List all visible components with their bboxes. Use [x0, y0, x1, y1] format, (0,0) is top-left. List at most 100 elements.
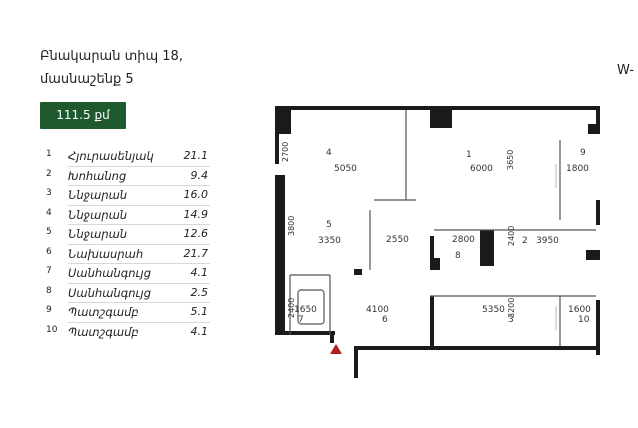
- dim-3950: 3950: [536, 236, 559, 246]
- plan-room-4: 4: [326, 148, 332, 158]
- wall-left-upper: [275, 134, 279, 164]
- row-divider: [68, 224, 210, 225]
- room-area: 21.7: [183, 246, 209, 260]
- dim-v2400-bath: 2400: [287, 298, 296, 318]
- row-divider: [68, 263, 210, 264]
- entrance-marker-icon: [330, 344, 342, 354]
- room-number: 6: [46, 246, 52, 257]
- dim-v3650: 3650: [506, 150, 515, 170]
- plan-room-5: 5: [326, 220, 332, 230]
- room-name: Սանհանգույց: [68, 285, 152, 300]
- room-area: 9.4: [190, 168, 209, 182]
- row-divider: [68, 185, 210, 186]
- dim-2800: 2800: [452, 235, 475, 245]
- dim-v2400-kitchen: 2400: [507, 226, 516, 246]
- wall-kitchen-left: [430, 236, 434, 270]
- room-area: 4.1: [190, 266, 209, 279]
- row-divider: [68, 165, 210, 167]
- apartment-title: Բնակարան տիպ 18,: [40, 49, 183, 64]
- dim-1650: 1650: [294, 305, 317, 315]
- wall-bottom-stub: [330, 333, 334, 343]
- room-name: Նախասրահ: [68, 246, 144, 261]
- room-row-3: 3 Ննջարան 16.0: [40, 186, 216, 206]
- wall-bottom-post: [354, 346, 358, 378]
- dimensions: 5050 6000 1800 3350 2550 2800 3950 1650 …: [281, 142, 591, 318]
- room-number: 4: [46, 207, 52, 218]
- wall-right-bottom: [596, 300, 600, 355]
- dim-1800: 1800: [566, 164, 589, 174]
- plan-room-3: 3: [508, 315, 514, 325]
- dim-v3800: 3800: [287, 216, 296, 236]
- wall-left-lower: [275, 175, 285, 335]
- partitions: [289, 110, 596, 346]
- room-name: Պատշգամբ: [68, 324, 139, 339]
- room-row-2: 2 Խոհանոց 9.4: [40, 167, 216, 186]
- wall-kitchen-block: [430, 258, 440, 270]
- row-divider: [68, 282, 210, 284]
- room-row-4: 4 Ննջարան 14.9: [40, 206, 216, 225]
- wall-topleft-block: [275, 106, 291, 134]
- room-area: 12.6: [183, 227, 209, 240]
- room-row-6: 6 Նախասրահ 21.7: [40, 245, 216, 264]
- wall-shaft: [480, 230, 494, 266]
- room-number: 1: [46, 149, 52, 159]
- wall-bottom-left: [275, 331, 335, 335]
- room-name: Ննջարան: [68, 188, 128, 202]
- room-area: 21.1: [183, 149, 209, 162]
- wall-top-column: [430, 106, 452, 128]
- dim-v3200: 3200: [507, 298, 516, 318]
- plan-room-9: 9: [580, 148, 586, 158]
- plan-room-6: 6: [382, 315, 388, 325]
- room-area: 5.1: [190, 305, 209, 318]
- room-number: 10: [46, 324, 58, 335]
- room-row-9: 9 Պատշգամբ 5.1: [40, 303, 216, 323]
- room-area: 14.9: [183, 207, 209, 221]
- wall-right-top: [596, 106, 600, 124]
- plan-room-8: 8: [455, 251, 461, 261]
- dim-1600: 1600: [568, 305, 591, 315]
- row-divider: [68, 243, 210, 245]
- wall-right-block: [588, 124, 600, 134]
- total-area-badge: 111.5 քմ: [40, 102, 126, 129]
- room-name: Ննջարան: [68, 227, 128, 241]
- room-row-7: 7 Սանհանգույց 4.1: [40, 264, 216, 284]
- floor-plan: 1 2 3 4 5 6 7 8 9 10 5050 6000 1800 3350…: [275, 106, 600, 378]
- dim-5050: 5050: [334, 164, 357, 174]
- dim-3350: 3350: [318, 236, 341, 246]
- row-divider: [68, 204, 210, 206]
- wall-room3-left: [430, 296, 434, 348]
- dim-v2700: 2700: [281, 142, 290, 162]
- plan-room-10: 10: [578, 315, 590, 325]
- room-numbers: 1 2 3 4 5 6 7 8 9 10: [298, 148, 590, 325]
- room-name: Սանհանգույց: [68, 266, 152, 280]
- room-name: Պատշգամբ: [68, 305, 139, 319]
- wall-corridor-stub: [354, 269, 362, 275]
- plan-room-1: 1: [466, 150, 472, 160]
- row-divider: [68, 321, 210, 323]
- dim-2550: 2550: [386, 235, 409, 245]
- room-number: 2: [46, 168, 52, 179]
- walls: [275, 106, 600, 378]
- room-area: 16.0: [183, 188, 209, 201]
- room-name: Ննջարան: [68, 207, 128, 222]
- room-name: Խոհանոց: [68, 168, 127, 183]
- dim-5350: 5350: [482, 305, 505, 315]
- room-number: 7: [46, 266, 52, 276]
- room-number: 9: [46, 305, 52, 315]
- room-number: 3: [46, 188, 52, 198]
- dim-6000: 6000: [470, 164, 493, 174]
- wall-right-mid: [596, 200, 600, 225]
- room-row-1: 1 Հյուրասենյակ 21.1: [40, 147, 216, 167]
- room-name: Հյուրասենյակ: [68, 149, 154, 163]
- wall-bottom: [354, 346, 599, 350]
- dim-4100: 4100: [366, 305, 389, 315]
- row-divider: [68, 302, 210, 303]
- wall-right-lower: [586, 250, 600, 260]
- toilet-fixture: [297, 289, 325, 325]
- plan-room-2: 2: [522, 236, 528, 246]
- plan-room-7: 7: [298, 315, 304, 325]
